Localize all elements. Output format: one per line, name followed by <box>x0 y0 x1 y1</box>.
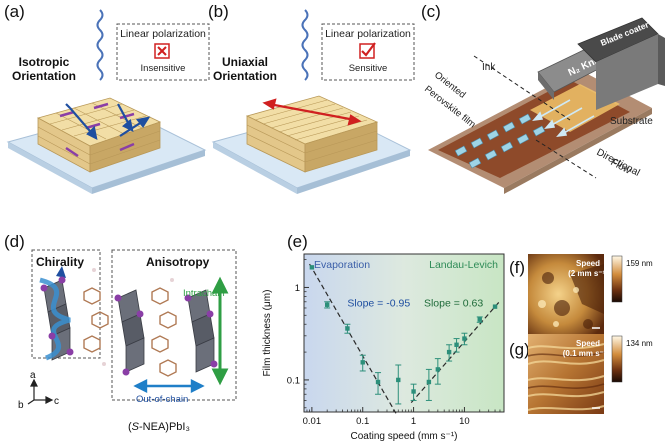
inorganic-chain-middle <box>117 289 145 373</box>
polarization-status: Insensitive <box>141 63 186 74</box>
panel-a-label: (a) <box>4 2 25 21</box>
panel-c-label: (c) <box>421 2 441 21</box>
plot-area <box>303 253 505 413</box>
data-point <box>462 336 467 341</box>
out-of-chain-arrow <box>133 379 205 393</box>
data-point <box>309 265 315 270</box>
data-point <box>411 389 416 394</box>
axis-b-label: b <box>18 400 24 411</box>
orientation-title-line1: Uniaxial <box>222 55 268 69</box>
panel-d-label: (d) <box>4 232 25 251</box>
speed-label: Speed <box>576 339 600 348</box>
oriented-film-tiles <box>454 113 546 169</box>
height-colorbar <box>611 335 623 383</box>
data-point <box>375 379 381 385</box>
panel-c-illustration: N₂ Knife Blade coater Ink Oriented Perov… <box>422 17 665 194</box>
axis-a-label: a <box>30 370 36 381</box>
speed-label: Speed <box>576 259 600 268</box>
afm-image-fast: Speed (2 mm s⁻¹) 159 nm <box>528 254 653 334</box>
y-tick-label: 0.1 <box>287 375 300 386</box>
y-axis-label: Film thickness (μm) <box>262 290 273 377</box>
polarization-box-title: Linear polarization <box>120 28 206 40</box>
x-tick-label: 0.1 <box>356 416 369 427</box>
panel-g-label: (g) <box>509 340 530 359</box>
data-point <box>345 326 350 331</box>
data-point <box>360 360 365 365</box>
insensitive-cross-icon <box>154 43 170 59</box>
panel-e-label: (e) <box>287 232 308 251</box>
helix-chain-left <box>39 266 71 361</box>
molecule-marker <box>59 110 75 118</box>
data-point <box>492 304 498 309</box>
panel-d-illustration: Chirality Anisotropy <box>18 249 237 433</box>
compound-formula: (S-NEA)PbI₃ <box>128 421 190 433</box>
out-of-chain-label: Out-of-chain <box>136 394 188 405</box>
chirality-box <box>31 249 101 359</box>
fit-line-0 <box>309 263 397 414</box>
polarization-box-title: Linear polarization <box>325 28 411 40</box>
data-point <box>426 379 432 385</box>
fit-label-landau-levich: Slope = 0.63 <box>424 298 483 310</box>
anisotropy-label: Anisotropy <box>146 255 210 269</box>
speed-value: (0.1 mm s⁻¹) <box>563 349 610 358</box>
light-wave-icon <box>96 9 104 81</box>
orientation-title-line2: Orientation <box>213 69 277 83</box>
data-point <box>396 377 401 383</box>
x-tick-label: 10 <box>459 416 470 427</box>
height-colorbar <box>611 255 623 303</box>
ink-label: Ink <box>482 62 496 73</box>
axis-c-label: c <box>54 396 59 407</box>
orientation-title-line1: Isotropic <box>19 55 70 69</box>
orientation-title-line2: Orientation <box>12 69 76 83</box>
crystal-axes-icon <box>27 378 54 405</box>
speed-value: (2 mm s⁻¹) <box>568 269 608 278</box>
alignment-double-arrow <box>262 98 362 126</box>
colorbar-max: 134 nm <box>626 339 653 348</box>
sensitive-check-icon <box>359 42 376 59</box>
region-landau-levich-label: Landau-Levich <box>429 259 498 271</box>
intrachain-arrow <box>211 276 229 386</box>
panel-b-label: (b) <box>208 2 229 21</box>
chirality-label: Chirality <box>36 255 84 269</box>
y-tick-label: 1 <box>295 283 300 294</box>
panel-a-illustration: Linear polarization Insensitive Isotropi… <box>6 9 210 194</box>
substrate-label: Substrate <box>610 116 653 127</box>
data-point <box>446 349 452 355</box>
thickness-vs-speed-chart: 0.01 0.1 1 10 0.1 1 Evaporation Landau-Levich… <box>262 253 505 442</box>
intrachain-label: Intrachain <box>183 288 225 299</box>
light-wave-icon <box>301 9 309 81</box>
anisotropy-box <box>111 249 237 401</box>
organic-cations <box>83 287 177 377</box>
region-evaporation-label: Evaporation <box>314 259 370 271</box>
x-tick-label: 0.01 <box>303 416 322 427</box>
x-tick-label: 1 <box>411 416 416 427</box>
fit-label-evaporation: Slope = -0.95 <box>347 298 410 310</box>
colorbar-max: 159 nm <box>626 259 653 268</box>
data-point <box>477 317 482 322</box>
panel-f-label: (f) <box>509 258 526 277</box>
inorganic-chain-right <box>187 289 215 373</box>
data-point <box>435 367 441 372</box>
data-point <box>454 342 459 347</box>
panel-b-illustration: Linear polarization Sensitive Uniaxial O… <box>211 9 415 194</box>
afm-image-slow: Speed (0.1 mm s⁻¹) 134 nm <box>528 334 653 414</box>
x-axis-label: Coating speed (mm s⁻¹) <box>351 431 458 442</box>
polarization-status: Sensitive <box>349 63 388 74</box>
data-point <box>324 302 330 307</box>
